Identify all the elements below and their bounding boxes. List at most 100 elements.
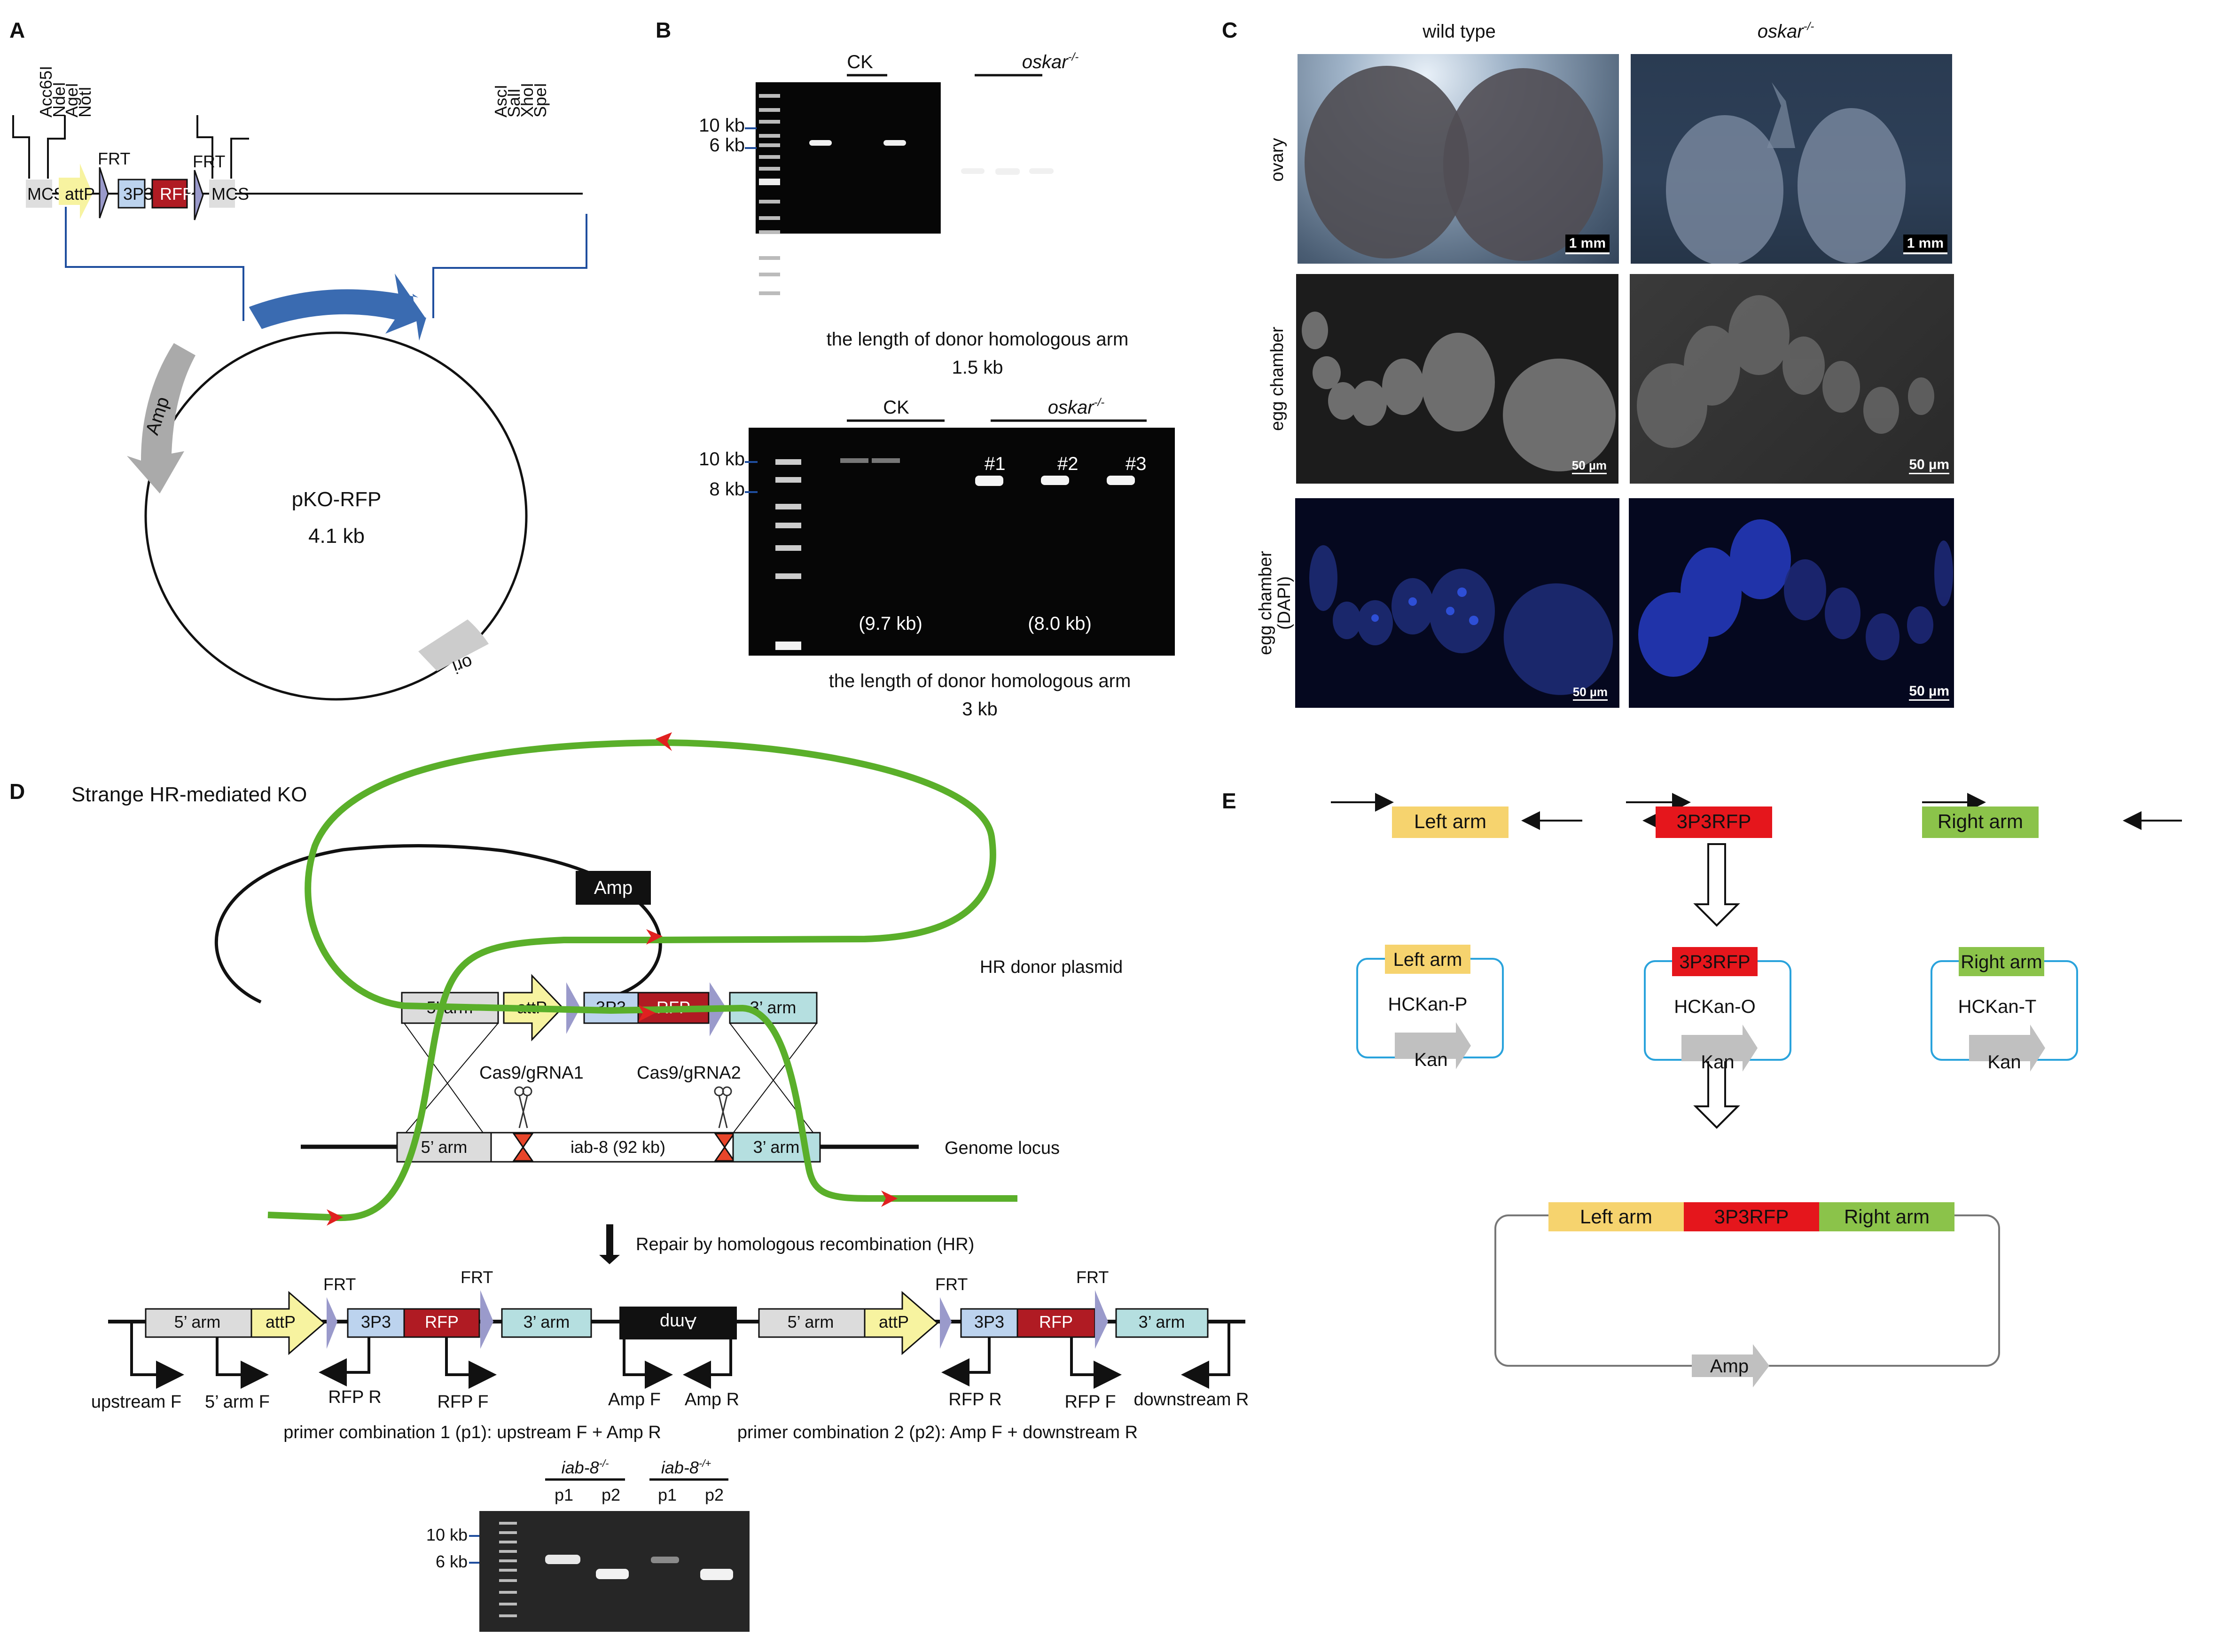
p3p3-box xyxy=(117,179,146,209)
primer-labels: upstream F 5’ arm F RFP R RFP F Amp F Am… xyxy=(91,1387,1249,1412)
result-3p3-2 xyxy=(960,1308,1018,1338)
result-arm3-2 xyxy=(1115,1308,1209,1338)
row-egg-chamber-dapi: egg chamber xyxy=(1256,551,1275,655)
scalebar-ovary-wt: 1 mm xyxy=(1565,235,1610,254)
attp-label: attP xyxy=(65,184,95,204)
gel2-size-oskar: (8.0 kb) xyxy=(1028,613,1092,634)
result-frt-1a-label: FRT xyxy=(323,1275,356,1294)
gel-d-lane-4: p2 xyxy=(705,1485,724,1504)
red-arrow-icon xyxy=(638,1005,656,1022)
final-construct: Left arm 3P3RFP Right arm Amp xyxy=(1494,1202,2000,1387)
donor-amp-box xyxy=(576,871,651,905)
result-3p3-1-label: 3P3 xyxy=(361,1312,391,1331)
result-arm5-1-label: 5’ arm xyxy=(174,1312,221,1331)
site-ndei: NdeI xyxy=(49,82,69,117)
final-right-arm-label: Right arm xyxy=(1844,1206,1930,1228)
amp-arrow xyxy=(127,343,195,493)
primer-label: RFP F xyxy=(1064,1392,1116,1412)
ori-box xyxy=(418,619,489,671)
grna2-label: Cas9/gRNA2 xyxy=(637,1063,741,1083)
vector-p-kan-label: Kan xyxy=(1414,1049,1447,1070)
gel1-oskar-label: oskar-/- xyxy=(1022,51,1079,72)
gel2-lane-3: #3 xyxy=(1126,454,1147,474)
result-copy-2: 5’ arm attP FRT 3P3 RFP FRT 3’ arm xyxy=(758,1268,1209,1355)
vector-o-name: HCKan-O xyxy=(1674,996,1755,1017)
scalebar-ec-mu: 50 µm xyxy=(1909,457,1949,474)
ovary-mu-drawing xyxy=(1666,82,1906,264)
green-strand-path xyxy=(267,739,1017,1221)
primer-rfp-r-2 xyxy=(941,1337,991,1386)
site-agei: AgeI xyxy=(62,83,81,117)
panel-label-b: B xyxy=(656,18,671,42)
result-rfp-1-label: RFP xyxy=(425,1312,459,1331)
final-right-arm xyxy=(1819,1202,1954,1231)
vector-t-kan-label: Kan xyxy=(1987,1052,2021,1073)
vector-o-kan-label: Kan xyxy=(1701,1052,1734,1073)
gel1-lane-3: #3 xyxy=(1126,129,1147,150)
frag-right-arm xyxy=(1922,806,2039,838)
strand-direction-arrows xyxy=(327,732,898,1226)
gel1-band-ck2 xyxy=(883,140,906,146)
primer-label: upstream F xyxy=(91,1392,181,1412)
vector-t-kan-arrow xyxy=(1969,1025,2045,1072)
plasmid-size: 4.1 kb xyxy=(308,525,365,548)
gel2-size-ck: (9.7 kb) xyxy=(859,613,922,634)
gel1-ladder xyxy=(759,94,780,295)
genome-locus-label: Genome locus xyxy=(945,1138,1060,1158)
plasmid-name: pKO-RFP xyxy=(292,488,382,511)
repair-label: Repair by homologous recombination (HR) xyxy=(636,1235,974,1254)
vector-p-insert-label: Left arm xyxy=(1393,949,1462,970)
gel-d-band-4 xyxy=(700,1569,733,1580)
result-amp-flipped xyxy=(619,1307,737,1339)
panel-d: D Strange HR-mediated KO Amp 5’ arm attP… xyxy=(9,732,1249,1632)
gel2-band-1 xyxy=(975,476,1003,486)
vector-o-insert xyxy=(1672,947,1758,976)
ec-wt-drawing xyxy=(1302,312,1616,471)
result-3p3-2-label: 3P3 xyxy=(974,1312,1004,1331)
primer-rfp-f-1 xyxy=(445,1337,497,1389)
scalebar-dapi-wt: 50 µm xyxy=(1572,685,1608,701)
vector-p-kan-arrow xyxy=(1395,1022,1471,1069)
primer-rfp-f-2 xyxy=(1070,1337,1122,1389)
red-arrow-icon xyxy=(881,1190,898,1207)
final-left-arm xyxy=(1548,1202,1684,1231)
gel1-caption-1: the length of donor homologous arm xyxy=(827,329,1129,350)
vector-t-name: HCKan-T xyxy=(1958,996,2037,1017)
gel-d-band-3 xyxy=(651,1557,679,1563)
mcs-right-sites: AscI SalI XhoI SpeI xyxy=(196,83,550,179)
panel-label-d: D xyxy=(9,779,25,804)
attp-arrow xyxy=(59,164,93,219)
final-left-arm-label: Left arm xyxy=(1580,1206,1652,1228)
panel-a: A Acc65I NdeI AgeI NotI AscI SalI XhoI S… xyxy=(9,18,583,220)
result-arm3-2-label: 3’ arm xyxy=(1139,1312,1185,1331)
mcs-left-bracket xyxy=(12,115,66,179)
gel-d-group2: iab-8-/+ xyxy=(661,1457,711,1477)
panel-label-a: A xyxy=(9,18,25,42)
final-3p3rfp-label: 3P3RFP xyxy=(1714,1206,1789,1228)
gel-d-lane-1: p1 xyxy=(555,1485,573,1504)
gel1-ck-label: CK xyxy=(847,52,873,72)
dapi-mu-drawing xyxy=(1638,519,1953,677)
result-arm3-1 xyxy=(501,1308,592,1338)
ovary-oskar-image: 1 mm xyxy=(1631,54,1952,264)
result-rfp-1 xyxy=(403,1308,480,1338)
dapi-oskar-image: 50 µm xyxy=(1629,498,1954,708)
primer-label: RFP F xyxy=(437,1392,488,1412)
genome-iab8-label: iab-8 (92 kb) xyxy=(571,1137,665,1157)
mcs-left-sites: Acc65I NdeI AgeI NotI xyxy=(12,66,94,179)
result-arm5-2-label: 5’ arm xyxy=(788,1312,834,1331)
panel-b: B CK oskar-/- #1 #2 #3 10 kb 6 kb (6.7 k… xyxy=(656,18,1175,720)
result-frt-2b-label: FRT xyxy=(1076,1268,1109,1287)
cut-site-1-icon xyxy=(512,1133,534,1162)
donor-amp-label: Amp xyxy=(594,877,633,898)
gel2-caption-1: the length of donor homologous arm xyxy=(829,671,1131,691)
gel1-lane-1: #1 xyxy=(985,129,1006,150)
panel-c: C wild type oskar-/- ovary egg chamber e… xyxy=(1222,18,1814,655)
gel2-band-2 xyxy=(1041,476,1069,485)
vector-hckan-p: Left arm HCKan-P Kan xyxy=(1356,945,1504,1070)
frag-3p3rfp xyxy=(1656,806,1772,838)
result-rfp-2-label: RFP xyxy=(1039,1312,1073,1331)
site-acc65i: Acc65I xyxy=(36,66,55,117)
result-attp-2 xyxy=(864,1291,939,1355)
result-attp-2-label: attP xyxy=(879,1312,909,1331)
